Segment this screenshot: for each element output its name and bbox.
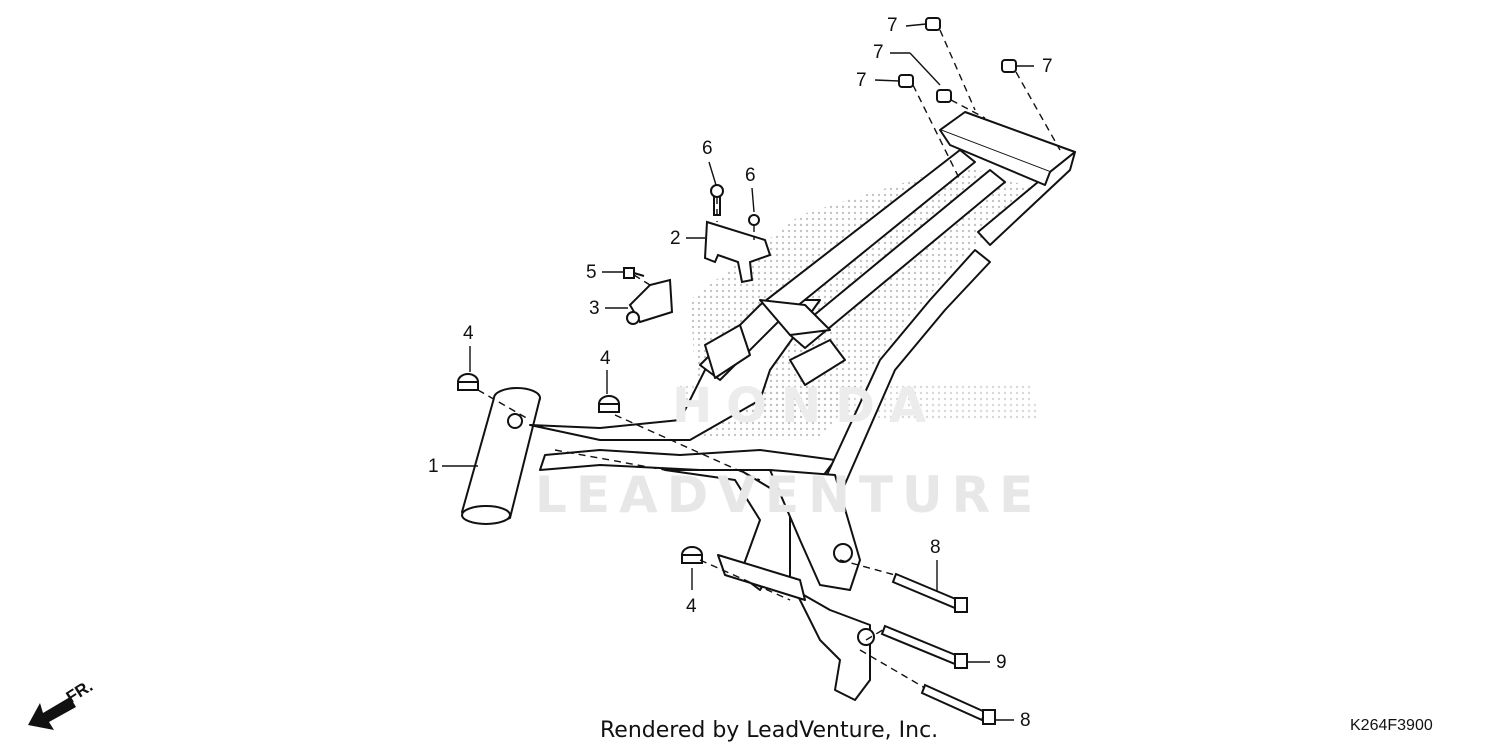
callout-7d: 7 — [1042, 56, 1053, 77]
engine-hanger — [664, 469, 875, 701]
callout-8a: 8 — [930, 537, 941, 558]
shade-area — [690, 165, 1040, 440]
leader-lines — [442, 23, 1034, 721]
bracket-part-3 — [626, 278, 674, 325]
arrow-front-icon — [28, 697, 76, 730]
callout-8b: 8 — [1020, 710, 1031, 731]
callout-7b: 7 — [873, 42, 884, 63]
watermark-brand: LEADVENTURE — [535, 466, 1043, 524]
head-pipe — [460, 387, 541, 525]
callout-4b: 4 — [600, 348, 611, 369]
callout-9: 9 — [996, 652, 1007, 673]
callout-2: 2 — [670, 228, 681, 249]
callout-3: 3 — [589, 298, 600, 319]
callout-6a: 6 — [702, 138, 713, 159]
bolt-part-5 — [623, 267, 645, 279]
callout-6b: 6 — [745, 165, 756, 186]
footer-credit: Rendered by LeadVenture, Inc. — [600, 718, 939, 743]
callout-5: 5 — [586, 262, 597, 283]
callout-7a: 7 — [887, 15, 898, 36]
frame-main — [529, 111, 1076, 501]
diagram-code: K264F3900 — [1350, 717, 1433, 734]
grommets-part-4 — [457, 373, 703, 564]
alignment-lines — [477, 29, 1061, 689]
long-bolts — [880, 572, 996, 725]
callout-7c: 7 — [856, 70, 867, 91]
callout-4a: 4 — [463, 323, 474, 344]
callout-4c: 4 — [686, 596, 697, 617]
callout-1: 1 — [428, 456, 439, 477]
watermark-logo: HONDA — [672, 378, 941, 434]
